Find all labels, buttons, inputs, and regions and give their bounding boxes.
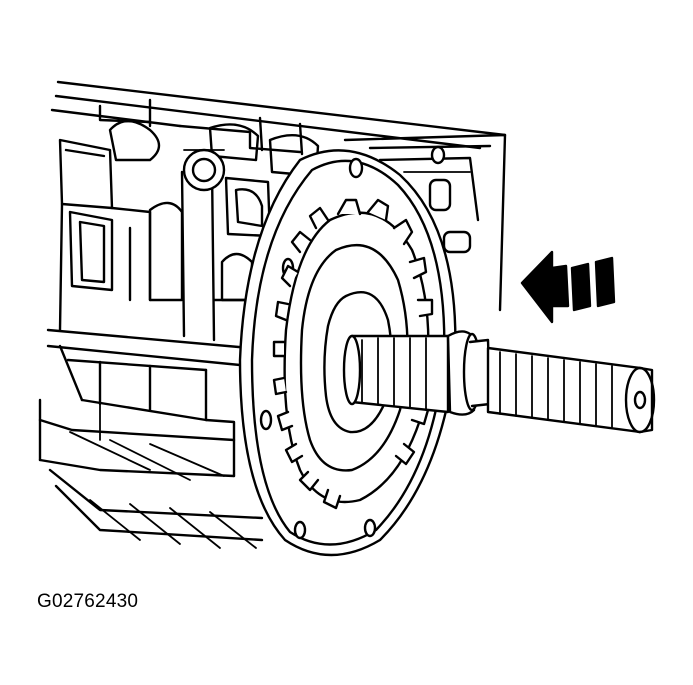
arrow-left-icon	[520, 250, 616, 324]
transmission-case	[38, 80, 507, 549]
figure-id-label: G02762430	[37, 591, 139, 612]
input-shaft	[342, 330, 656, 434]
